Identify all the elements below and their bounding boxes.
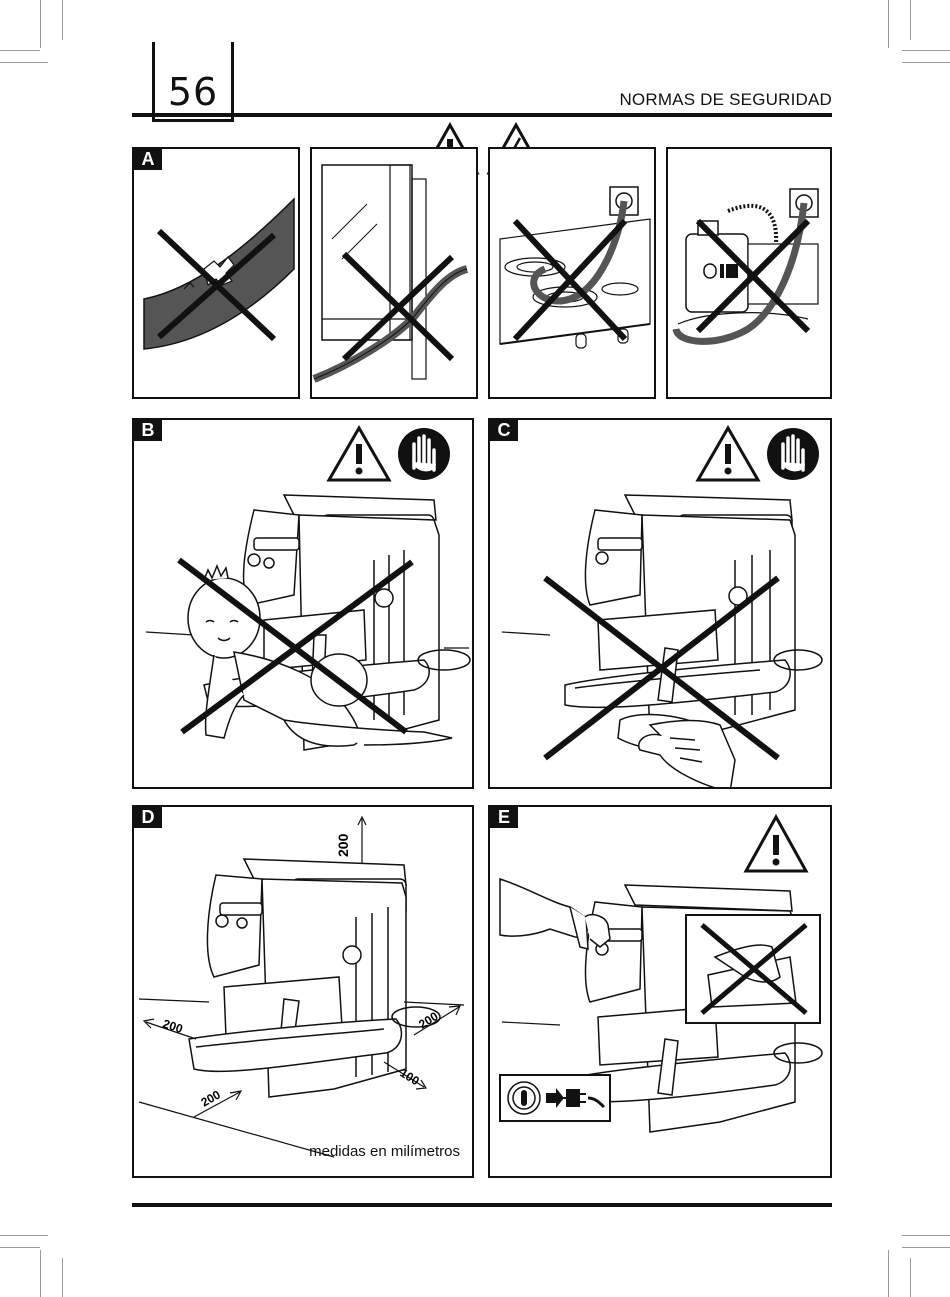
panel-label: C [490, 420, 518, 441]
cross-out-icon [700, 923, 808, 1015]
panel-caption: medidas en milímetros [309, 1143, 460, 1160]
panel-label: A [134, 149, 162, 170]
panel-d-clearances: D [132, 805, 474, 1178]
panel-c-hot-surfaces: C [488, 418, 832, 789]
baby-figure [187, 564, 453, 747]
stop-hand-icon [767, 428, 819, 480]
cross-out-icon [177, 557, 414, 735]
unplug-icon [499, 1074, 611, 1122]
stop-hand-icon [398, 428, 450, 480]
warning-triangle-icon [326, 424, 392, 482]
dim-left: 200 [161, 1017, 185, 1037]
coffee-machine [564, 494, 823, 741]
hand-pressing-button [499, 877, 611, 950]
panel-b-children: B [132, 418, 474, 789]
inset-hand-in-water [685, 914, 821, 1024]
section-title: NORMAS DE SEGURIDAD [619, 90, 832, 109]
warning-triangle-icon [743, 813, 809, 873]
page-number-box: 56 [152, 42, 234, 122]
panel-label: E [490, 807, 518, 828]
panel-label: D [134, 807, 162, 828]
header-rule [132, 113, 832, 117]
footer-rule [132, 1203, 832, 1207]
panel-e-unplug: E [488, 805, 832, 1178]
dim-front: 200 [199, 1087, 224, 1109]
panel-label: B [134, 420, 162, 441]
cross-out-icon [512, 218, 628, 342]
page-number: 56 [167, 70, 219, 114]
warning-triangle-icon [695, 424, 761, 482]
panel-a-door-cord [310, 147, 478, 399]
dim-top: 200 [335, 833, 351, 857]
panel-a-scratched-cord: A [132, 147, 300, 399]
cross-out-icon [543, 575, 780, 761]
cross-out-icon [341, 251, 455, 362]
cross-out-icon [156, 228, 277, 342]
panel-a-chemicals-cord [666, 147, 832, 399]
cross-out-icon [695, 218, 811, 334]
panel-a-stove-cord [488, 147, 656, 399]
hand-with-cloth [617, 713, 736, 787]
coffee-machine [188, 858, 441, 1098]
